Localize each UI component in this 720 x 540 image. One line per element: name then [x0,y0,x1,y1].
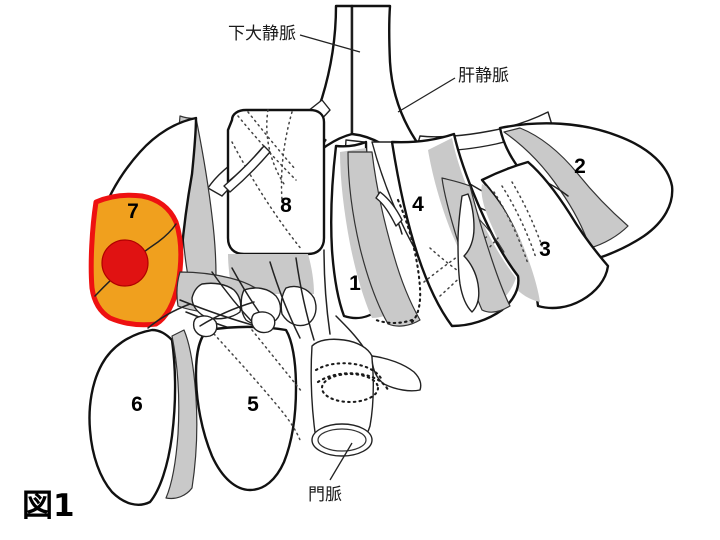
portal-vein-hidden-opening [320,372,380,404]
ivc-leader-line [299,34,361,53]
middle-vessel-channel [441,177,511,313]
segment-label-4: 4 [412,193,424,216]
annotation-hepatic-vein: 肝静脈 [397,66,509,113]
annotation-portal-vein: 門脈 [308,442,353,505]
segment-1-shape [330,140,422,327]
portal-vein-label: 門脈 [308,485,342,505]
segment-label-2: 2 [574,155,586,178]
segment-label-8: 8 [280,194,292,217]
hepatic-vein-label: 肝静脈 [458,66,509,86]
tumor-marker [101,239,149,287]
figure-caption: 図1 [22,488,75,524]
interlobar-wedge [165,329,198,500]
segment-label-1: 1 [349,272,361,295]
segment-7-highlight [88,192,184,328]
portal-vein-lumen [317,428,367,452]
ivc-label: 下大静脈 [228,24,296,44]
segment-5-shape [194,325,303,492]
segment-label-6: 6 [131,393,143,416]
segment-8-shape [223,108,326,256]
hepatic-vein-leader-line [397,77,456,113]
segment-8-shading [177,115,314,294]
segment-6-shape [88,328,177,506]
lower-vessel-stubs [147,301,276,338]
segment-3-shape [480,160,610,310]
portal-vein-leader-line [329,442,353,481]
annotation-ivc: 下大静脈 [228,24,361,53]
portal-vein-trunk [310,338,422,457]
segment-label-7: 7 [127,200,139,223]
segment-label-3: 3 [539,238,551,261]
segment-label-5: 5 [247,393,259,416]
